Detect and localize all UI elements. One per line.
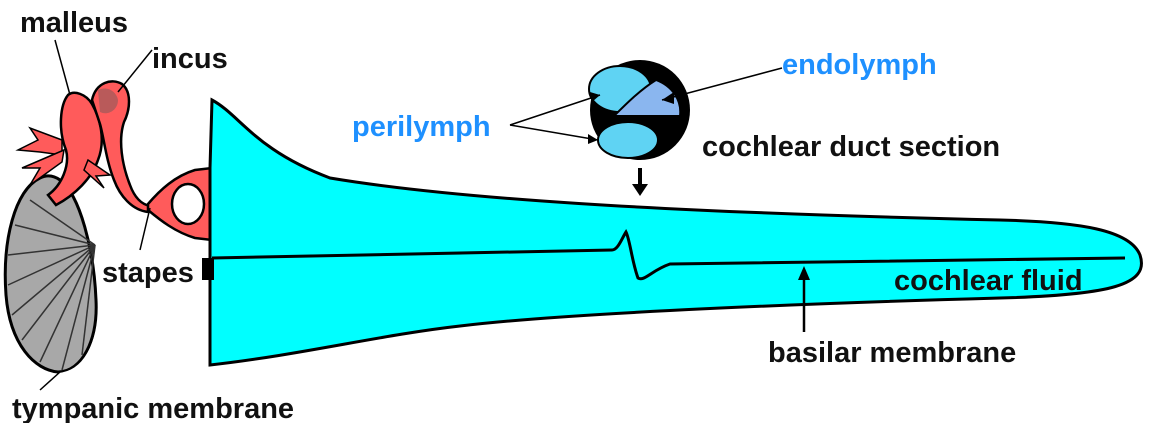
label-incus: incus	[152, 43, 228, 75]
label-stapes: stapes	[102, 257, 194, 289]
tympanic-membrane	[5, 176, 100, 374]
label-endolymph: endolymph	[782, 49, 937, 81]
cochlear-duct-section	[589, 60, 690, 196]
label-perilymph: perilymph	[352, 111, 491, 143]
label-tympanic-membrane: tympanic membrane	[12, 393, 294, 423]
label-cochlear-fluid: cochlear fluid	[894, 265, 1083, 297]
label-basilar-membrane: basilar membrane	[768, 337, 1016, 369]
label-malleus: malleus	[20, 7, 128, 39]
label-cochlear-duct-section: cochlear duct section	[702, 131, 1000, 163]
